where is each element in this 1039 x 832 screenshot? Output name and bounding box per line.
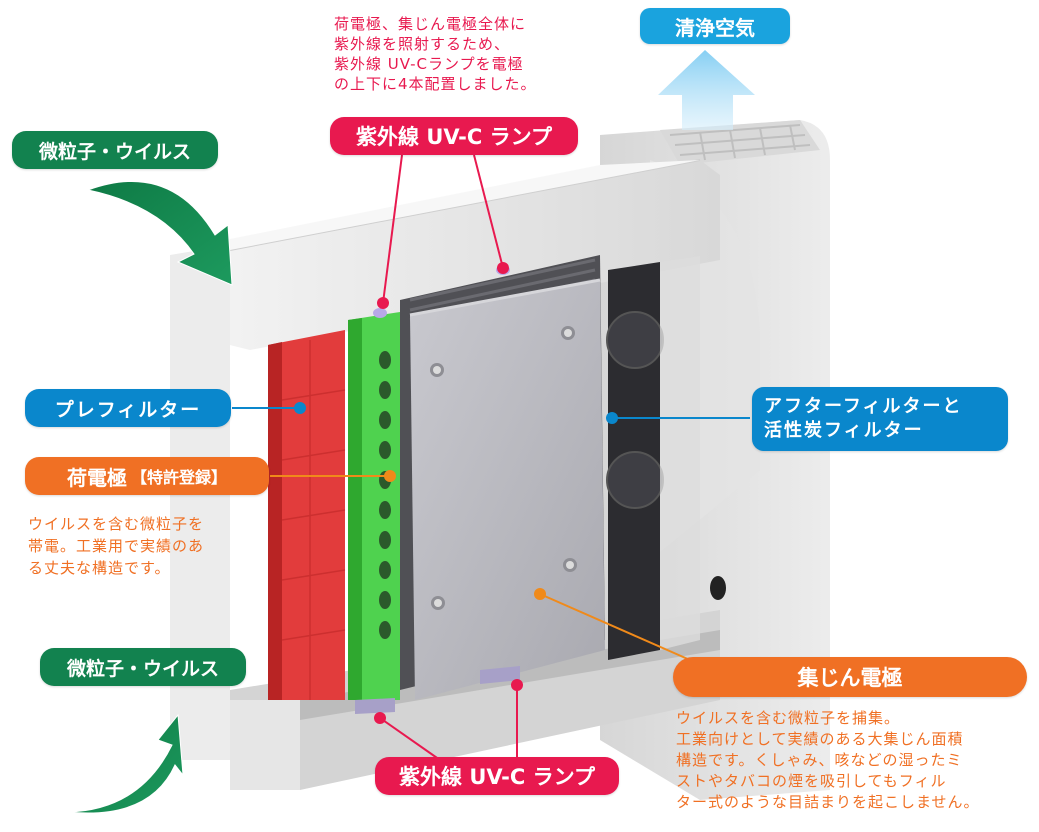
uv-lamp-label-bottom: 紫外線 UV-C ランプ	[375, 757, 619, 795]
prefilter-part	[268, 330, 346, 700]
charging-electrode-label-text: 荷電極	[66, 465, 127, 490]
patent-registered-tag: 【特許登録】	[130, 468, 227, 487]
charging-electrode-label: 荷電極 【特許登録】	[25, 457, 269, 495]
uv-lamp-label-top-text: 紫外線 UV-C ランプ	[356, 125, 552, 149]
particles-label-top-text: 微粒子・ウイルス	[38, 140, 191, 163]
collecting-electrode-label: 集じん電極	[673, 657, 1027, 697]
particles-label-top: 微粒子・ウイルス	[12, 131, 218, 169]
collecting-electrode-description: ウイルスを含む微粒子を捕集。 工業向けとして実績のある大集じん面積 構造です。く…	[676, 709, 980, 811]
prefilter-label: プレフィルター	[25, 389, 231, 427]
prefilter-label-text: プレフィルター	[54, 398, 202, 421]
uv-lamp-label-top: 紫外線 UV-C ランプ	[330, 117, 578, 155]
arrow-up-icon	[658, 50, 755, 130]
collecting-electrode-part	[409, 278, 605, 700]
collecting-electrode-label-text: 集じん電極	[797, 666, 903, 690]
curved-arrow-down-right-icon	[86, 180, 233, 286]
charging-electrode-part	[348, 312, 400, 700]
after-filter-label: アフターフィルターと 活性炭フィルター	[752, 387, 1008, 451]
clean-air-label-text: 清浄空気	[675, 15, 755, 40]
curved-arrow-up-right-icon	[67, 713, 184, 814]
particles-label-bottom-text: 微粒子・ウイルス	[66, 657, 219, 680]
after-filter-label-line1: アフターフィルターと	[764, 396, 963, 417]
after-filter-label-line2: 活性炭フィルター	[764, 420, 924, 441]
particles-label-bottom: 微粒子・ウイルス	[40, 648, 246, 686]
after-filter-part	[606, 256, 726, 660]
uv-lamp-description: 荷電極、集じん電極全体に 紫外線を照射するため、 紫外線 UV-Cランプを電極 …	[334, 15, 537, 93]
leader-lines	[232, 154, 750, 761]
clean-air-label: 清浄空気	[640, 8, 790, 44]
charging-electrode-description: ウイルスを含む微粒子を 帯電。工業用で実績のあ る丈夫な構造です。	[28, 515, 205, 577]
uv-lamps	[355, 265, 520, 714]
uv-lamp-label-bottom-text: 紫外線 UV-C ランプ	[399, 765, 595, 789]
